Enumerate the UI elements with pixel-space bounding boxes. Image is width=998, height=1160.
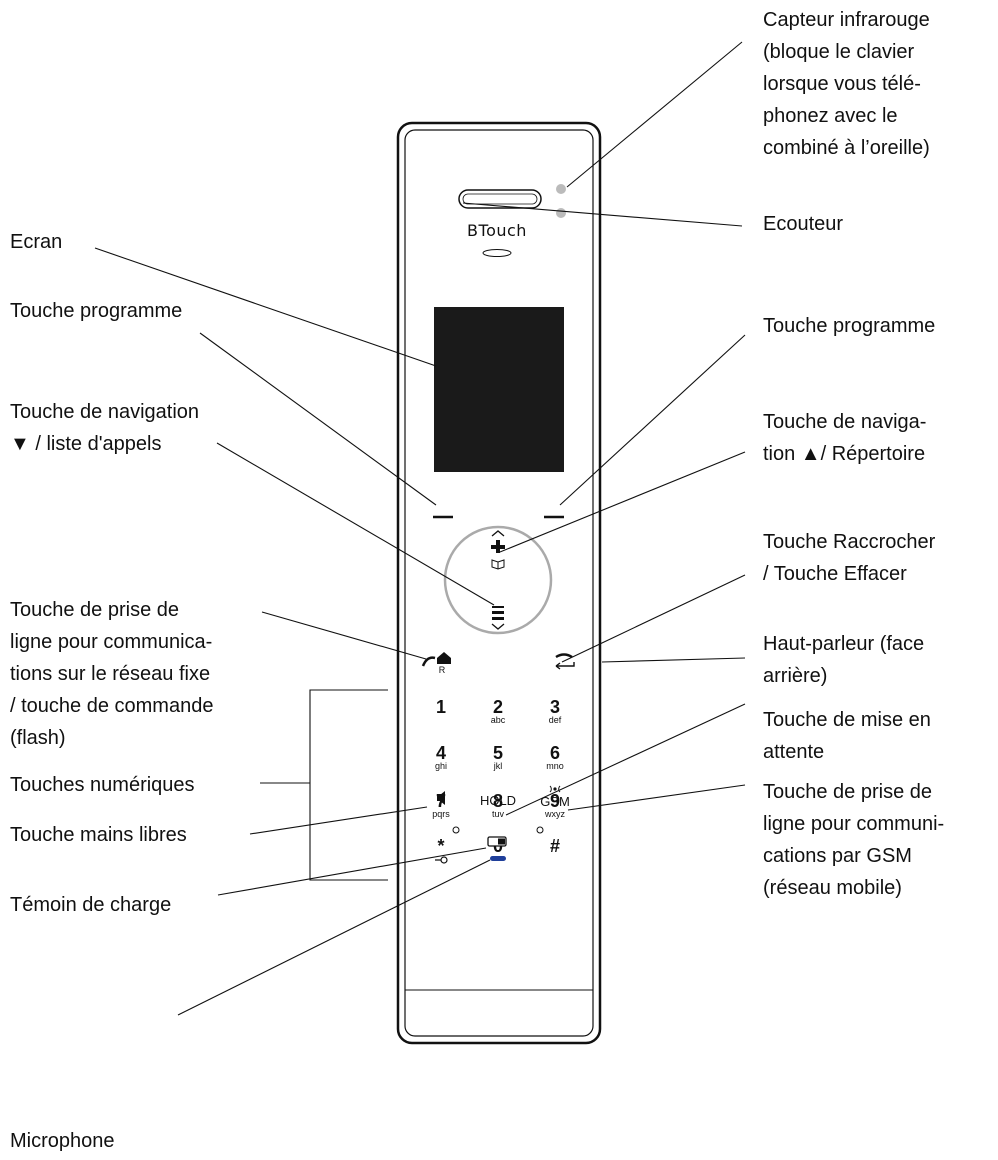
- key-hash: #: [550, 836, 560, 856]
- key-lock-icon: [435, 856, 448, 864]
- mic-dot-left: [452, 826, 460, 834]
- label-ecouteur: Ecouteur: [763, 213, 844, 235]
- list-icon-bar2: [492, 611, 504, 614]
- home-icon: [437, 652, 451, 664]
- key-letters: abc: [491, 715, 506, 725]
- back-arrow-icon: [555, 662, 575, 670]
- key-digit: 6: [550, 743, 560, 763]
- label-temoin-charge: Témoin de charge: [10, 894, 172, 916]
- label-ecran: Ecran: [10, 231, 63, 253]
- book-icon: [491, 559, 505, 570]
- bracket-numeriques: [309, 689, 388, 881]
- plus-icon-bar: [491, 545, 505, 549]
- key-digit: 1: [436, 697, 446, 717]
- key-letters: jkl: [493, 761, 503, 771]
- infrared-sensor-icon-2: [556, 208, 566, 218]
- leader-prog-left: [199, 332, 437, 506]
- speaker-icon: [437, 791, 445, 805]
- leader-ecran: [94, 247, 437, 367]
- label-touche-programme-right: Touche programme: [763, 315, 936, 337]
- leader-nav-up: [499, 451, 746, 553]
- leader-capteur: [566, 41, 743, 188]
- leader-microphone: [177, 859, 491, 1016]
- key-letters: def: [549, 715, 562, 725]
- key-letters: mno: [546, 761, 564, 771]
- key-digit: *: [437, 836, 444, 856]
- key-star: *: [435, 836, 448, 864]
- key-letters: ghi: [435, 761, 447, 771]
- battery-fill: [498, 838, 505, 845]
- key-letters: pqrs: [432, 809, 450, 819]
- chevron-down-icon: [491, 623, 505, 630]
- label-navigation-up: Touche de naviga- tion ▲/ Répertoire: [763, 411, 927, 465]
- list-icon-bar1: [492, 606, 504, 608]
- list-icon-bar3: [492, 617, 504, 620]
- key-digit: 2: [493, 697, 503, 717]
- label-microphone: Microphone: [10, 1130, 115, 1152]
- label-raccrocher: Touche Raccrocher / Touche Effacer: [763, 531, 936, 585]
- key-digit: 8: [493, 791, 503, 811]
- mic-dot-right: [536, 826, 544, 834]
- label-mise-en-attente: Touche de mise en attente: [763, 709, 931, 763]
- label-haut-parleur: Haut-parleur (face arrière): [763, 633, 925, 687]
- earpiece-inner: [462, 193, 538, 205]
- key-letters: tuv: [492, 809, 505, 819]
- brand-logo: BTouch: [467, 221, 527, 240]
- label-prise-gsm: Touche de prise de ligne pour communi- c…: [763, 781, 945, 899]
- key-digit: #: [550, 836, 560, 856]
- label-touches-numeriques: Touches numériques: [10, 774, 195, 796]
- hang-up-icon: [555, 653, 573, 659]
- leader-prise-gsm: [567, 784, 746, 811]
- gsm-dot: [553, 787, 557, 791]
- hold-label: HOLD: [480, 793, 516, 808]
- key-digit: 3: [550, 697, 560, 717]
- leader-attente: [505, 703, 746, 816]
- charge-led: [490, 856, 506, 861]
- label-touche-programme-left: Touche programme: [10, 300, 183, 322]
- leader-raccrocher: [561, 574, 746, 663]
- key-letters: wxyz: [544, 809, 565, 819]
- label-navigation-down: Touche de navigation ▼ / liste d'appels: [10, 401, 200, 455]
- screen: [434, 307, 564, 472]
- leader-haut-parleur: [601, 657, 746, 663]
- leader-mains-libres: [249, 806, 428, 835]
- gsm-label: GSM: [540, 794, 570, 809]
- earpiece-icon: [458, 189, 542, 209]
- leader-temoin: [217, 847, 487, 896]
- label-prise-fixe: Touche de prise de ligne pour communica-…: [10, 599, 214, 749]
- key-digit: 9: [550, 791, 560, 811]
- label-mains-libres: Touche mains libres: [10, 824, 187, 846]
- leader-nav-down: [216, 442, 495, 606]
- brand-oval-icon: [482, 249, 512, 257]
- key-digit: 5: [493, 743, 503, 763]
- label-capteur-infrarouge: Capteur infrarouge (bloque le clavier lo…: [763, 9, 930, 159]
- navigation-ring: [443, 525, 553, 635]
- phone-handset-icon: [421, 656, 436, 667]
- key-1: 1: [436, 697, 446, 717]
- leader-lines: [94, 41, 746, 1016]
- phone-inner-shell: [404, 129, 594, 1037]
- gsm-signal-icon: [549, 785, 561, 793]
- leader-ecouteur: [462, 202, 743, 227]
- key-digit: 4: [436, 743, 446, 763]
- chevron-up-icon: [491, 530, 505, 537]
- infrared-sensor-icon: [556, 184, 566, 194]
- r-label: R: [439, 665, 446, 675]
- leader-prise-fixe: [261, 611, 427, 660]
- leader-prog-right: [559, 334, 746, 506]
